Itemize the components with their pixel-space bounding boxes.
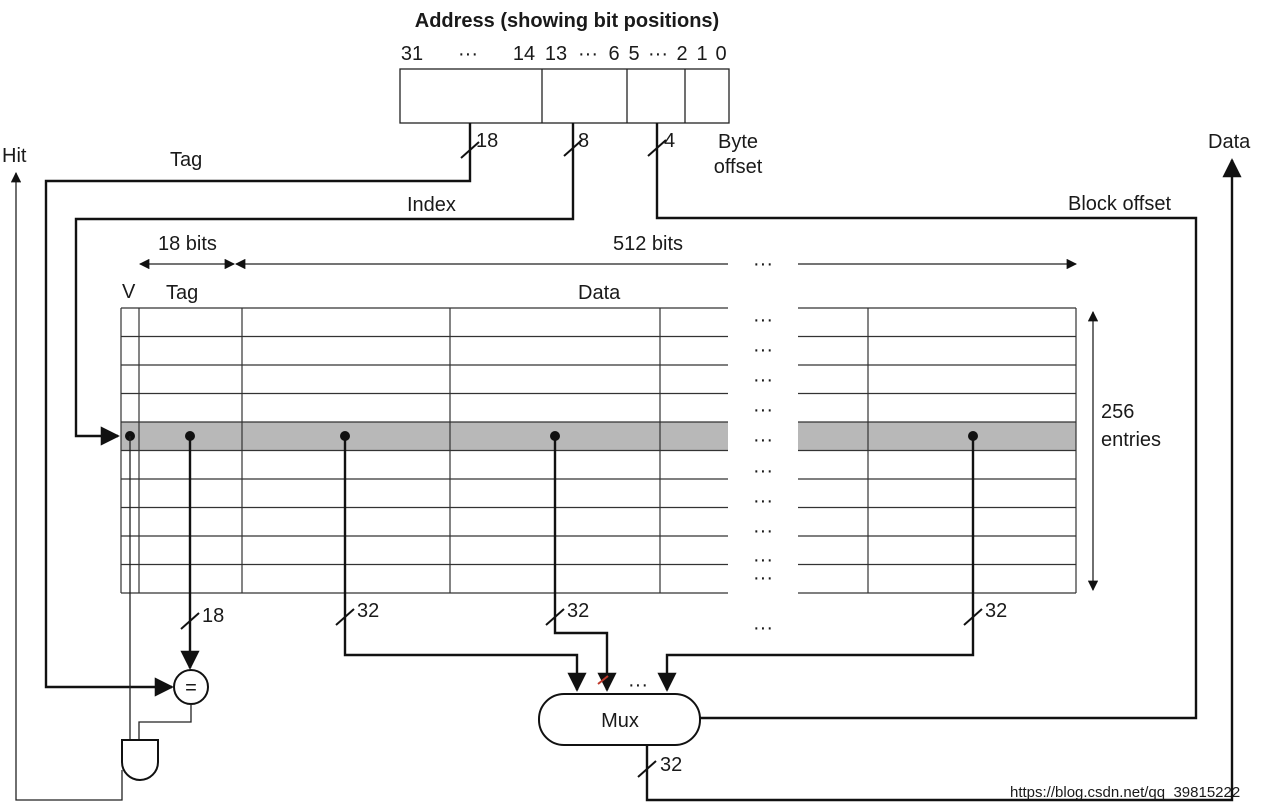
tag-comparator: = xyxy=(173,669,209,705)
cache-tag-bus-width: 18 xyxy=(202,605,224,627)
column-ellipsis-6: ··· xyxy=(753,460,773,482)
bit-ellipsis-3: ··· xyxy=(648,43,668,65)
mux: Mux xyxy=(538,693,701,746)
block-offset-bus-width: 4 xyxy=(664,130,675,152)
bit-position-labels: 31 ··· 14 13 ··· 6 5 ··· 2 1 0 xyxy=(401,43,727,65)
data-width-label: 512 bits xyxy=(613,233,683,255)
bit-6: 6 xyxy=(608,43,619,65)
bit-14: 14 xyxy=(513,43,535,65)
selected-cache-row-right xyxy=(798,422,1076,450)
compare-result-wire xyxy=(138,704,192,740)
index-field-label: Index xyxy=(407,194,456,216)
column-ellipsis-8: ··· xyxy=(753,520,773,542)
cursor-mark xyxy=(597,675,609,685)
address-register xyxy=(399,68,730,124)
column-v-label: V xyxy=(122,281,136,303)
column-tag-label: Tag xyxy=(166,282,198,304)
byte-offset-label-line1: Byte xyxy=(718,131,758,153)
word2-bus-slash xyxy=(545,608,565,626)
column-ellipsis-7: ··· xyxy=(753,490,773,512)
word1-wire xyxy=(343,436,587,692)
cache-array: ··· ··· ··· ··· ··· ··· ··· ··· ··· ··· xyxy=(120,307,1077,594)
block-offset-label: Block offset xyxy=(1068,193,1171,215)
below-array-ellipsis: ··· xyxy=(753,617,773,639)
watermark: https://blog.csdn.net/qq_39815222 xyxy=(1010,784,1240,801)
diagram-title: Address (showing bit positions) xyxy=(415,10,719,32)
column-ellipsis-4: ··· xyxy=(753,399,773,421)
cache-tag-bus-slash xyxy=(180,612,200,630)
data-out-wire xyxy=(645,158,1242,802)
mux-out-bus-width: 32 xyxy=(660,754,682,776)
column-ellipsis-5: ··· xyxy=(753,429,773,451)
word-last-bus-slash xyxy=(963,608,983,626)
word-last-wire xyxy=(657,436,975,692)
selected-cache-row xyxy=(121,422,728,450)
width-ellipsis: ··· xyxy=(753,253,773,275)
byte-offset-label-line2: offset xyxy=(714,156,763,178)
mux-out-bus-slash xyxy=(637,760,657,778)
word-last-bus-width: 32 xyxy=(985,600,1007,622)
column-ellipsis-3: ··· xyxy=(753,369,773,391)
column-data-label: Data xyxy=(578,282,621,304)
index-wire xyxy=(74,123,575,446)
bit-2: 2 xyxy=(676,43,687,65)
column-ellipsis-10: ··· xyxy=(753,567,773,589)
hit-label: Hit xyxy=(2,145,27,167)
tag-bus-width: 18 xyxy=(476,130,498,152)
and-gate xyxy=(121,739,159,781)
mux-input-ellipsis: ··· xyxy=(628,674,648,696)
comparator-symbol: = xyxy=(185,677,197,699)
column-ellipsis-9: ··· xyxy=(753,549,773,571)
tag-width-label: 18 bits xyxy=(158,233,217,255)
bit-5: 5 xyxy=(628,43,639,65)
index-bus-width: 8 xyxy=(578,130,589,152)
bit-0: 0 xyxy=(715,43,726,65)
entries-label: entries xyxy=(1101,429,1161,451)
block-offset-wire xyxy=(655,123,1198,720)
bit-ellipsis-1: ··· xyxy=(458,43,478,65)
column-ellipsis-1: ··· xyxy=(753,309,773,331)
tag-field-label: Tag xyxy=(170,149,202,171)
bit-31: 31 xyxy=(401,43,423,65)
column-ellipsis-2: ··· xyxy=(753,339,773,361)
block-offset-bus-slash xyxy=(647,139,667,157)
bit-13: 13 xyxy=(545,43,567,65)
word1-bus-width: 32 xyxy=(357,600,379,622)
bit-1: 1 xyxy=(696,43,707,65)
mux-label: Mux xyxy=(601,710,639,732)
tag-wire xyxy=(44,123,472,697)
tag-bus-slash xyxy=(460,141,480,159)
bit-ellipsis-2: ··· xyxy=(578,43,598,65)
data-output-label: Data xyxy=(1208,131,1251,153)
word2-wire xyxy=(553,436,617,692)
hit-wire xyxy=(10,171,123,801)
entries-count: 256 xyxy=(1101,401,1134,423)
word1-bus-slash xyxy=(335,608,355,626)
word2-bus-width: 32 xyxy=(567,600,589,622)
index-bus-slash xyxy=(563,139,583,157)
